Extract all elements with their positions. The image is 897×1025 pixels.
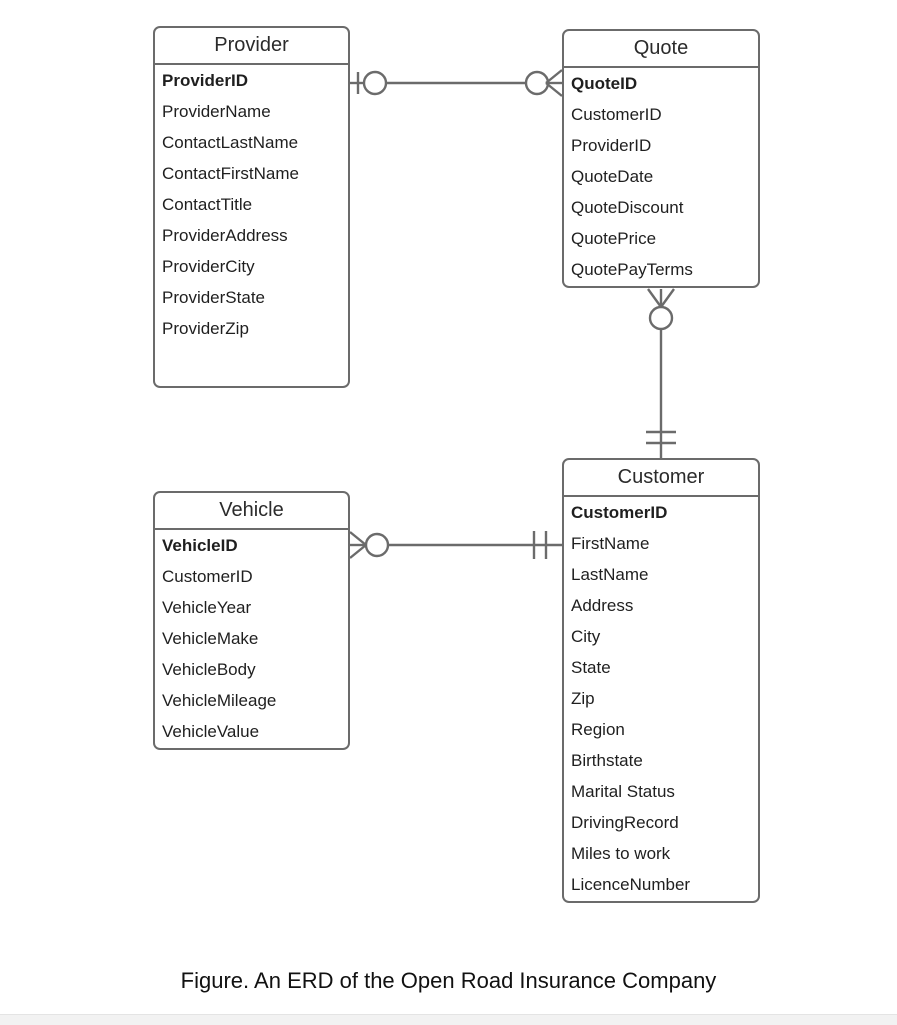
attribute-row: ProviderCity <box>162 257 255 276</box>
attribute-row: QuoteDate <box>571 167 654 186</box>
attribute-row: State <box>571 658 611 677</box>
attribute-row: ProviderID <box>571 136 652 155</box>
entity-title-quote: Quote <box>564 31 758 68</box>
attribute-row: VehicleValue <box>162 722 260 741</box>
attribute-row: ProviderZip <box>162 319 249 338</box>
attribute-row: ContactLastName <box>162 133 299 152</box>
attribute-row: QuoteID <box>571 74 638 93</box>
attribute-row: Miles to work <box>571 844 671 863</box>
attribute-row: LastName <box>571 565 649 584</box>
attribute-row: ProviderAddress <box>162 226 288 245</box>
attribute-row: DrivingRecord <box>571 813 679 832</box>
attribute-row: ProviderState <box>162 288 265 307</box>
attribute-list-customer: CustomerID FirstName LastName Address Ci… <box>564 497 758 900</box>
attribute-row: QuotePrice <box>571 229 657 248</box>
crowsfoot-quote-lower <box>545 82 563 97</box>
attribute-row: VehicleYear <box>162 598 252 617</box>
crowsfoot-vehicle-lower <box>349 544 367 559</box>
crowsfoot-quote-bottom-right <box>660 288 675 308</box>
figure-caption: Figure. An ERD of the Open Road Insuranc… <box>180 968 717 993</box>
attribute-list-quote: QuoteID CustomerID ProviderID QuoteDate … <box>564 68 758 285</box>
attribute-row: CustomerID <box>571 503 668 522</box>
cardinality-circle-provider <box>362 70 388 96</box>
attribute-row: VehicleMake <box>162 629 259 648</box>
attribute-list-provider: ProviderID ProviderName ContactLastName … <box>155 65 348 344</box>
cardinality-circle-quote <box>524 70 550 96</box>
attribute-row: VehicleID <box>162 536 238 555</box>
attribute-row: Address <box>571 596 634 615</box>
page-bottom-band <box>0 1014 897 1025</box>
crowsfoot-quote-bottom-left <box>647 288 662 308</box>
relationship-vehicle-customer <box>349 531 562 559</box>
attribute-row: ProviderName <box>162 102 271 121</box>
attribute-row: VehicleBody <box>162 660 256 679</box>
crowsfoot-quote-upper <box>545 69 563 84</box>
attribute-row: ProviderID <box>162 71 248 90</box>
attribute-row: QuotePayTerms <box>571 260 693 279</box>
entity-quote[interactable]: Quote QuoteID CustomerID ProviderID Quot… <box>562 29 760 288</box>
attribute-row: FirstName <box>571 534 650 553</box>
entity-title-vehicle: Vehicle <box>155 493 348 530</box>
attribute-row: ContactFirstName <box>162 164 299 183</box>
crowsfoot-vehicle-upper <box>349 531 367 546</box>
attribute-row: ContactTitle <box>162 195 253 214</box>
attribute-row: CustomerID <box>571 105 662 124</box>
cardinality-circle-vehicle <box>364 532 390 558</box>
attribute-row: VehicleMileage <box>162 691 277 710</box>
attribute-row: Zip <box>571 689 595 708</box>
attribute-row: Region <box>571 720 625 739</box>
cardinality-circle-quote-bottom <box>648 305 674 331</box>
attribute-row: LicenceNumber <box>571 875 691 894</box>
entity-provider[interactable]: Provider ProviderID ProviderName Contact… <box>153 26 350 388</box>
entity-title-provider: Provider <box>155 28 348 65</box>
entity-vehicle[interactable]: Vehicle VehicleID CustomerID VehicleYear… <box>153 491 350 750</box>
attribute-row: City <box>571 627 601 646</box>
relationship-provider-quote <box>350 69 563 97</box>
entity-customer[interactable]: Customer CustomerID FirstName LastName A… <box>562 458 760 903</box>
entity-title-customer: Customer <box>564 460 758 497</box>
attribute-row: Birthstate <box>571 751 643 770</box>
attribute-row: CustomerID <box>162 567 253 586</box>
attribute-row: Marital Status <box>571 782 675 801</box>
attribute-list-vehicle: VehicleID CustomerID VehicleYear Vehicle… <box>155 530 348 747</box>
attribute-row: QuoteDiscount <box>571 198 684 217</box>
relationship-quote-customer <box>646 288 676 458</box>
